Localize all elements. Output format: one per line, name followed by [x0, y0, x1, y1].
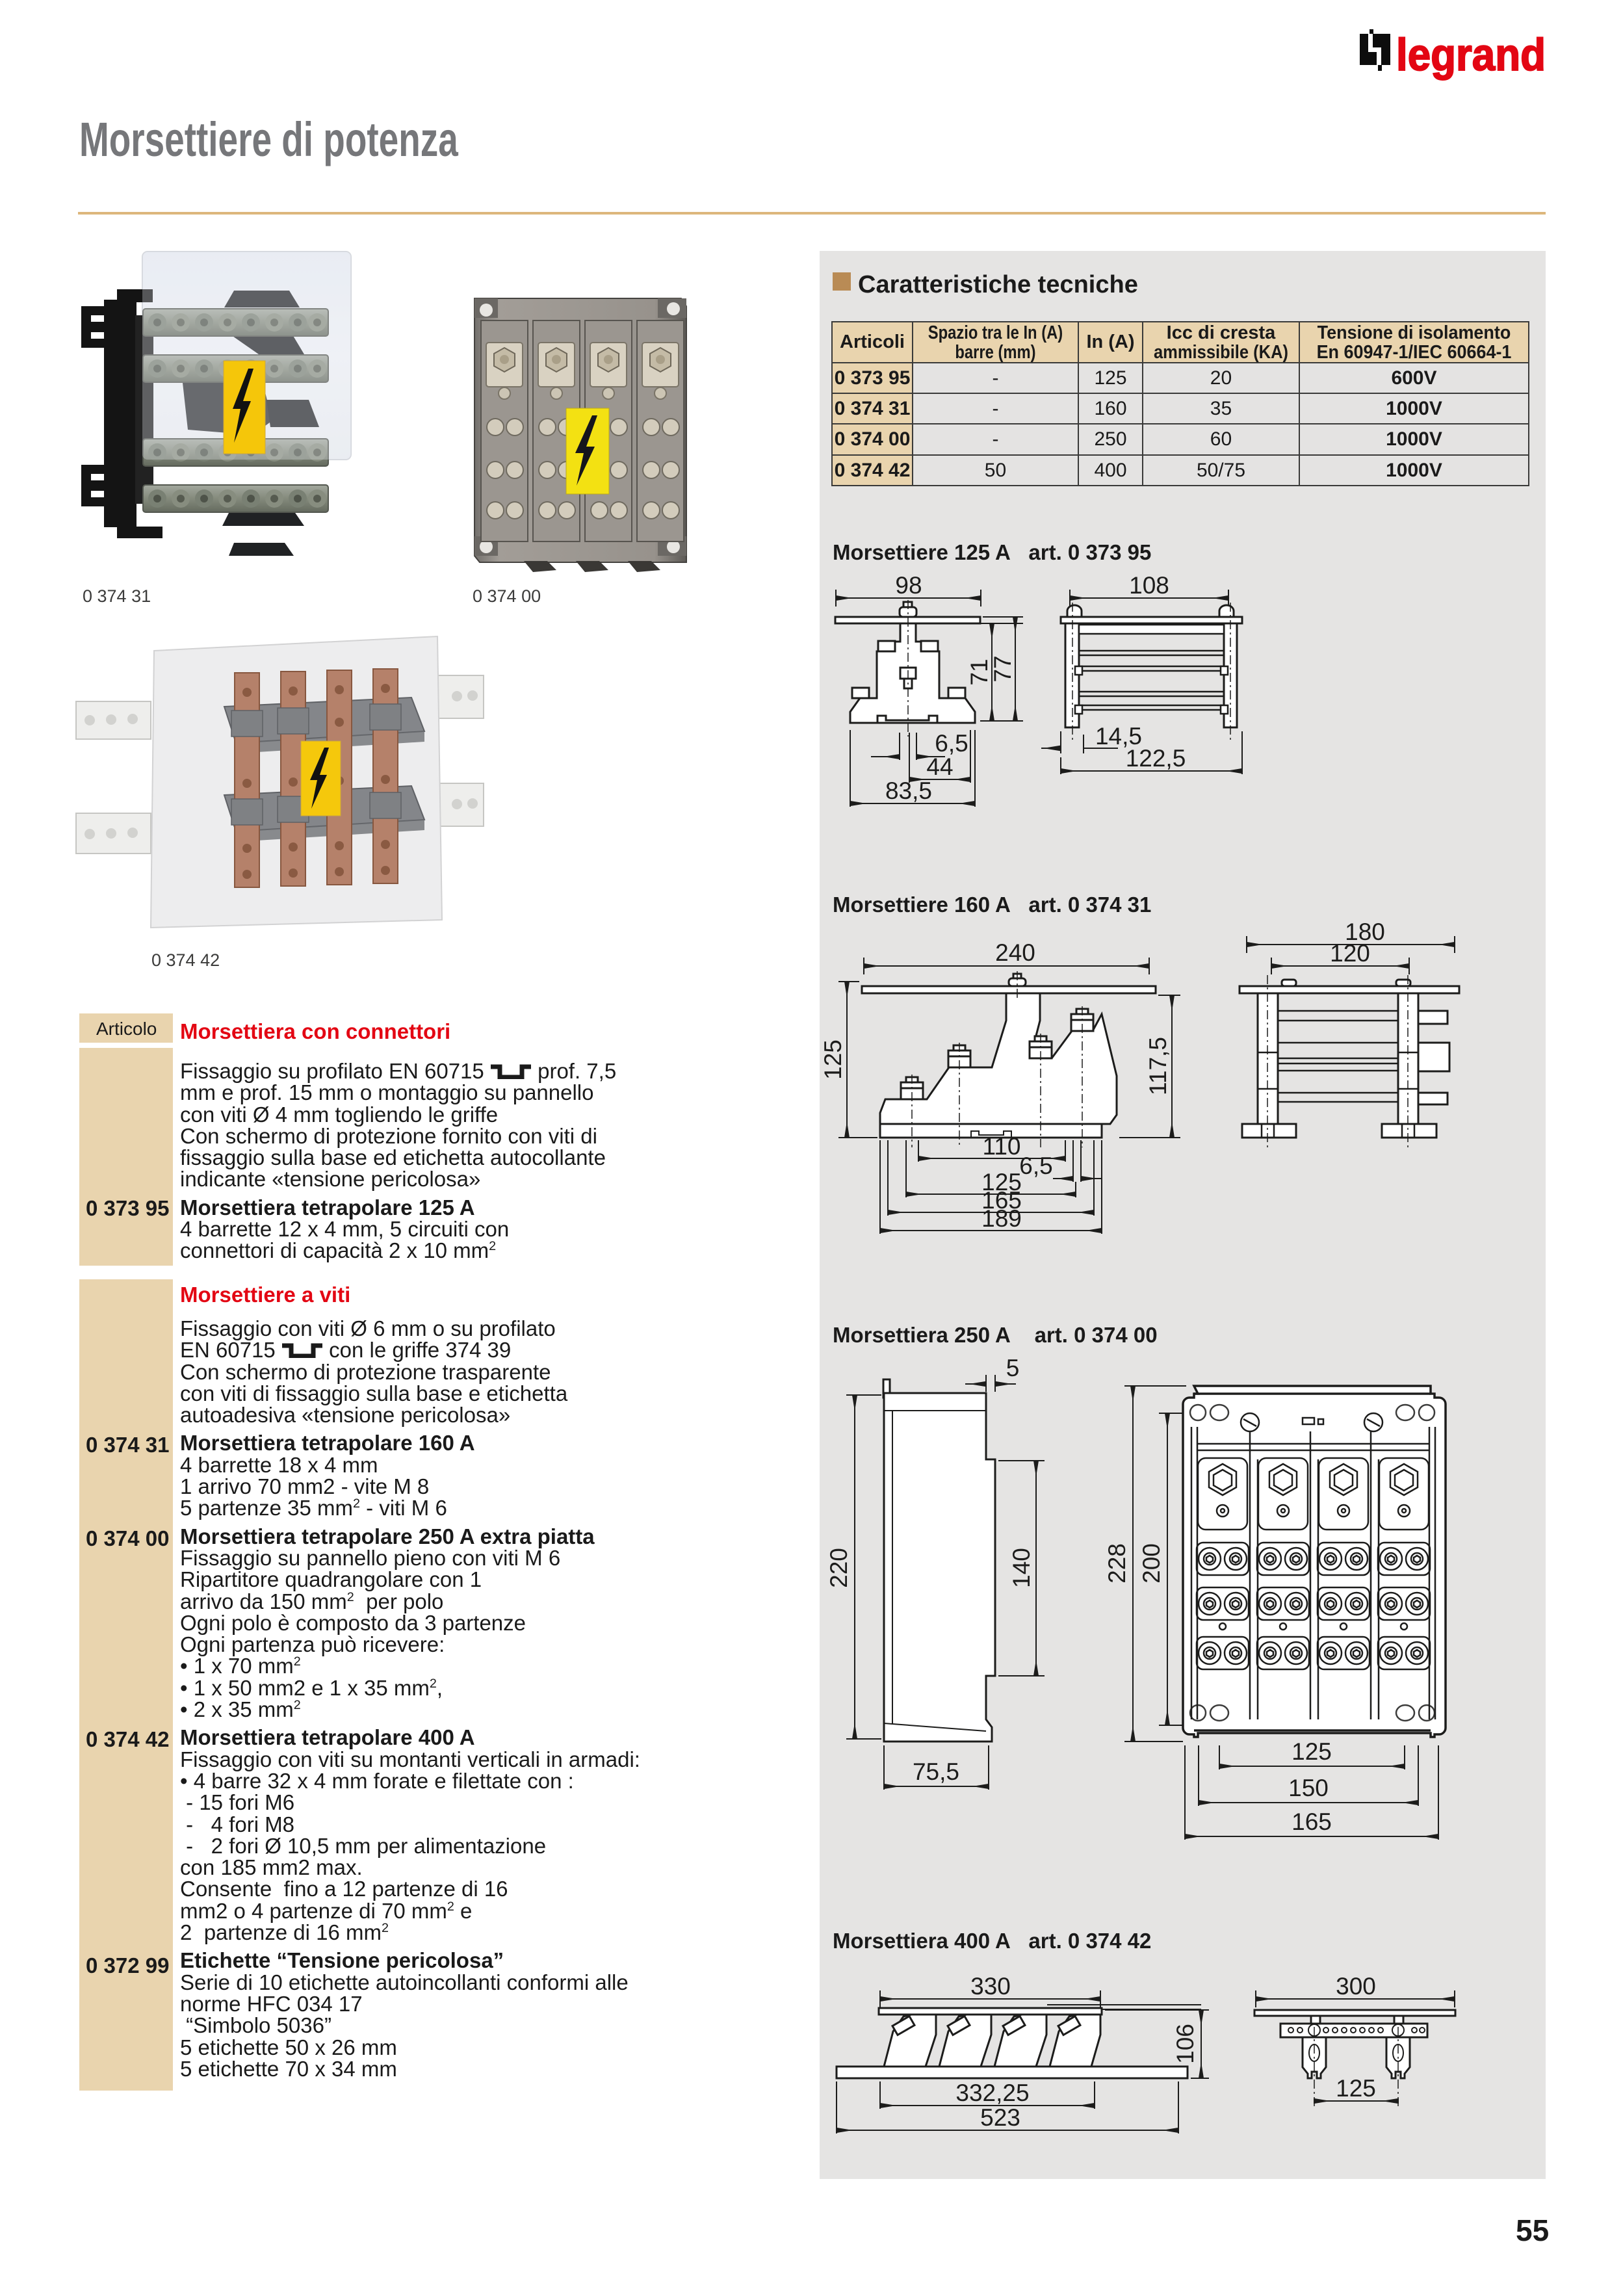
- svg-text:200: 200: [1138, 1543, 1165, 1584]
- svg-text:125: 125: [981, 1169, 1022, 1195]
- svg-text:125: 125: [1292, 1738, 1332, 1765]
- svg-text:110: 110: [983, 1133, 1021, 1160]
- svg-text:75,5: 75,5: [913, 1758, 959, 1785]
- svg-text:108: 108: [1129, 572, 1169, 599]
- svg-text:332,25: 332,25: [955, 2080, 1029, 2106]
- svg-text:117,5: 117,5: [1145, 1037, 1171, 1095]
- svg-text:71: 71: [966, 659, 993, 685]
- svg-text:44: 44: [926, 753, 953, 780]
- svg-text:330: 330: [970, 1973, 1011, 2000]
- svg-text:122,5: 122,5: [1126, 745, 1186, 772]
- svg-text:6,5: 6,5: [935, 730, 968, 757]
- svg-text:165: 165: [981, 1187, 1022, 1214]
- svg-text:228: 228: [1104, 1543, 1130, 1584]
- svg-text:300: 300: [1336, 1973, 1376, 2000]
- svg-text:77: 77: [989, 655, 1016, 682]
- svg-text:240: 240: [995, 939, 1035, 966]
- svg-text:523: 523: [980, 2104, 1020, 2131]
- svg-text:125: 125: [1336, 2075, 1376, 2102]
- svg-text:140: 140: [1008, 1548, 1035, 1588]
- svg-text:legrand: legrand: [1396, 29, 1546, 80]
- svg-text:180: 180: [1345, 919, 1385, 945]
- svg-text:120: 120: [1330, 940, 1370, 967]
- svg-text:98: 98: [895, 572, 922, 599]
- svg-text:220: 220: [825, 1548, 852, 1588]
- svg-text:6,5: 6,5: [1019, 1153, 1052, 1179]
- svg-text:83,5: 83,5: [885, 777, 932, 804]
- svg-text:14,5: 14,5: [1095, 723, 1142, 750]
- svg-text:150: 150: [1288, 1775, 1329, 1801]
- svg-text:165: 165: [1292, 1808, 1332, 1835]
- svg-text:106: 106: [1172, 2024, 1199, 2064]
- svg-text:125: 125: [820, 1039, 846, 1080]
- svg-text:5: 5: [1006, 1355, 1020, 1381]
- svg-text:189: 189: [981, 1205, 1022, 1232]
